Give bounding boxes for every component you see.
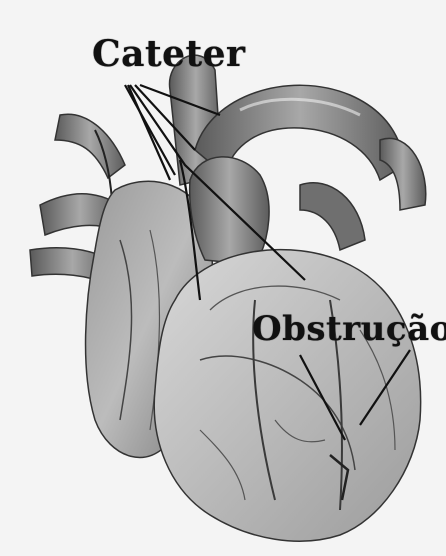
pulmonary-trunk: [190, 157, 365, 265]
catheter-label: Cateter: [92, 36, 246, 72]
obstruction-label: Obstrução: [252, 312, 446, 346]
